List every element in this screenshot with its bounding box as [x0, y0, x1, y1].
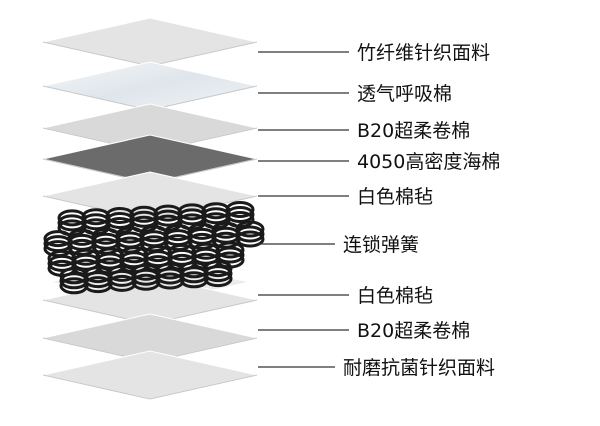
spring-coil-22	[225, 211, 255, 228]
spring-coil-7	[105, 217, 135, 234]
spring-coil-75	[215, 241, 245, 259]
spring-coil-95	[203, 265, 233, 283]
spring-coil-88	[155, 272, 185, 290]
spring-coil-4	[81, 218, 111, 236]
spring-coil-51	[235, 220, 265, 238]
spring-coil-1	[57, 219, 87, 237]
layer-plate-2	[42, 61, 258, 111]
spring-coil-85	[131, 273, 161, 291]
layer-plate-edge-9	[42, 374, 258, 400]
spring-coil-50	[235, 225, 265, 243]
layer-label-1: 竹纤维针织面料	[357, 42, 490, 64]
layer-plate-9	[42, 350, 258, 400]
spring-coil-19	[201, 212, 231, 230]
spring-coil-91	[179, 271, 209, 289]
spring-coil-74	[215, 246, 245, 264]
spring-coil-96	[203, 260, 233, 278]
spring-coil-82	[107, 274, 137, 292]
spring-coil-49	[235, 230, 265, 248]
layer-plate-1	[42, 17, 258, 67]
spring-coil-94	[203, 270, 233, 288]
spring-coil-16	[177, 213, 207, 231]
spring-coil-13	[153, 214, 183, 232]
spring-coil-79	[83, 276, 113, 294]
layer-label-4: 4050高密度海棉	[357, 151, 500, 173]
layer-label-7: 白色棉毡	[357, 285, 433, 307]
layer-label-6: 连锁弹簧	[343, 234, 419, 256]
spring-coil-23	[225, 206, 255, 223]
interlocking-springs-layer	[43, 201, 265, 295]
layer-label-2: 透气呼吸棉	[357, 83, 452, 105]
spring-coil-76	[59, 277, 89, 295]
spring-coil-24	[225, 201, 255, 218]
layer-label-8: B20超柔卷棉	[357, 320, 470, 342]
spring-coil-10	[129, 215, 159, 233]
layer-label-5: 白色棉毡	[357, 186, 433, 208]
layer-label-3: B20超柔卷棉	[357, 120, 470, 142]
layer-label-9: 耐磨抗菌针织面料	[343, 357, 495, 379]
